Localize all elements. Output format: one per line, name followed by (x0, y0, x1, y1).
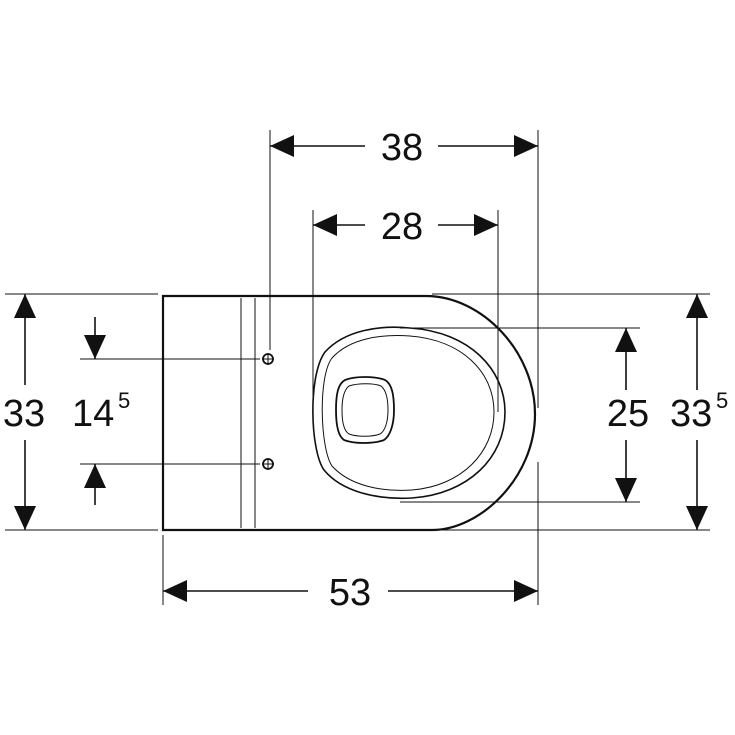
total-length-label: 53 (329, 572, 371, 614)
top-width-label: 38 (381, 127, 423, 169)
dimension-bowl-height: 25 (607, 328, 649, 502)
bowl-height-label: 25 (607, 393, 649, 435)
dimension-top-width: 38 (270, 127, 538, 169)
extension-lines (5, 130, 710, 605)
bolt-hole-bottom (262, 458, 274, 470)
dimension-bolt-spacing: 14 5 (72, 317, 130, 505)
inner-width-label: 28 (381, 206, 423, 248)
right-height-label: 33 (670, 393, 712, 435)
dimension-right-height: 33 5 (670, 294, 728, 530)
right-height-superscript: 5 (716, 388, 728, 413)
bolt-spacing-superscript: 5 (118, 388, 130, 413)
dimension-total-length: 53 (163, 572, 538, 614)
dimension-left-height: 33 (3, 294, 45, 530)
left-height-label: 33 (3, 393, 45, 435)
bolt-spacing-main: 14 (72, 393, 114, 435)
toilet-outline (161, 294, 537, 532)
bolt-spacing-label: 14 (72, 393, 114, 435)
dimension-inner-width: 28 (313, 206, 498, 248)
right-height-main: 33 (670, 393, 712, 435)
bolt-hole-top (262, 353, 274, 365)
